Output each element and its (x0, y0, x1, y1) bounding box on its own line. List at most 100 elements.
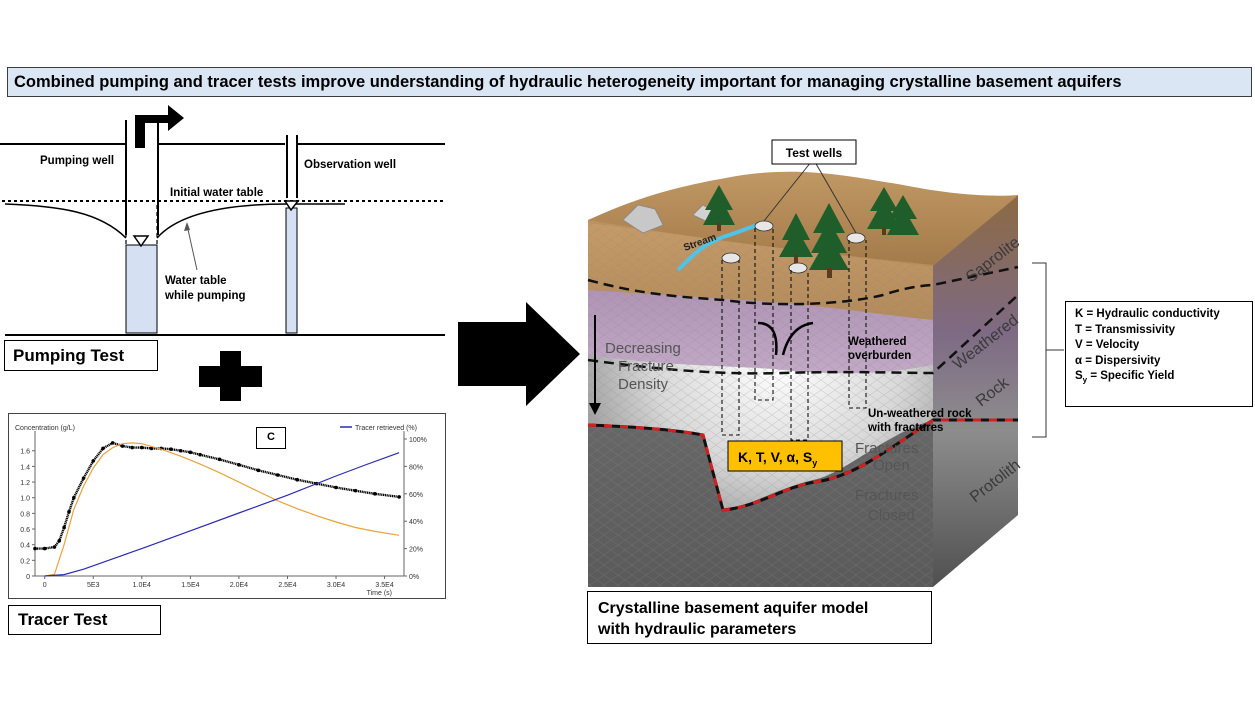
plus-icon (199, 351, 262, 401)
legend-description: = Velocity (1082, 339, 1140, 351)
drawdown-curve-left (4, 203, 127, 239)
pumping-well-screen (125, 244, 158, 334)
unweathered-text-2: with fractures (867, 422, 943, 434)
fractures-closed-text-2: Closed (868, 507, 915, 524)
parameters-text: K, T, V, α, Sy (738, 449, 817, 468)
data-point (188, 450, 193, 455)
x-tick-label: 2.0E4 (230, 582, 248, 589)
water-table-label-1: Water table (165, 275, 227, 287)
data-point (120, 444, 125, 448)
legend-symbol: K (1075, 308, 1084, 320)
drawdown-curve-right (156, 203, 345, 239)
title-banner: Combined pumping and tracer tests improv… (7, 67, 1252, 97)
protolith-boundary (587, 418, 1018, 512)
tracer-test-label: Tracer Test (8, 605, 161, 635)
observation-well-label: Observation well (304, 159, 396, 171)
data-point (81, 476, 86, 480)
legend-description: = Hydraulic conductivity (1083, 308, 1220, 320)
model-caption-line-2: with hydraulic parameters (598, 621, 797, 638)
data-point (72, 495, 76, 500)
test-wells-callout (771, 139, 857, 165)
legend-item: V = Velocity (1075, 338, 1252, 354)
legend-symbol: S (1075, 370, 1083, 382)
legend-item: K = Hydraulic conductivity (1075, 307, 1252, 323)
x-tick-label: 1.0E4 (133, 582, 151, 589)
data-point (33, 546, 37, 551)
series-line (44, 452, 400, 577)
y-tick-label-left: 0.4 (20, 543, 30, 550)
y-tick-label-right: 40% (409, 519, 423, 526)
decreasing-text-3: Density (618, 376, 669, 393)
pump-outflow-arrow-icon (135, 105, 184, 148)
data-point (101, 446, 105, 451)
y-tick-label-left: 0.2 (20, 558, 30, 565)
y-tick-label-right: 60% (409, 492, 423, 499)
data-point (62, 525, 66, 530)
well-shafts (721, 228, 867, 441)
data-point (275, 473, 280, 477)
y-tick-label-right: 100% (409, 437, 427, 444)
tracer-chart: 00.20.40.60.81.01.21.41.60%20%40%60%80%1… (15, 425, 427, 597)
weathered-boundary (587, 294, 1019, 375)
model-caption-line-1: Crystalline basement aquifer model (598, 600, 869, 617)
legend-label: Tracer retrieved (%) (355, 425, 417, 432)
data-point (110, 441, 115, 445)
fractures-closed-text-1: Fractures (855, 487, 918, 504)
y-tick-label-right: 20% (409, 547, 423, 554)
data-point (256, 468, 261, 473)
series-line (44, 442, 400, 577)
data-point (373, 492, 377, 496)
x-tick-label: 1.5E4 (181, 582, 199, 589)
y-tick-label-right: 0% (409, 574, 419, 581)
pumping-well-label: Pumping well (40, 155, 114, 167)
x-tick-label: 3.0E4 (327, 582, 345, 589)
decreasing-text-2: Fracture (618, 358, 674, 375)
data-point (237, 463, 241, 467)
ground-surface (588, 171, 1018, 265)
x-tick-label: 2.5E4 (278, 582, 296, 589)
aquifer-block-model: Stream Decreasing Fracture Density Fract… (587, 139, 1024, 587)
series-line (35, 441, 400, 550)
x-tick-label: 0 (43, 582, 47, 589)
legend-description: = Specific Yield (1087, 370, 1175, 382)
legend-item: Sy = Specific Yield (1075, 369, 1252, 388)
x-tick-label: 5E3 (87, 582, 100, 589)
x-axis-label: Time (s) (367, 590, 392, 597)
tree-icon (703, 185, 919, 278)
y-tick-label-left: 0 (26, 574, 30, 581)
test-wells-label: Test wells (786, 146, 843, 160)
observation-well-screen (285, 207, 298, 334)
legend-subscript: y (1082, 375, 1088, 385)
observation-water-level-icon (283, 200, 300, 212)
test-well-top (754, 220, 774, 232)
y-tick-label-left: 1.0 (20, 496, 30, 503)
data-point (169, 447, 173, 451)
y-tick-label-left: 0.6 (20, 527, 30, 534)
data-point (91, 459, 96, 463)
data-point (67, 510, 71, 514)
title-text: Combined pumping and tracer tests improv… (14, 73, 1122, 91)
weathered-overburden-text-2: overburden (848, 350, 911, 362)
legend-symbol: α (1075, 354, 1083, 367)
data-point (217, 457, 222, 462)
legend-bracket (1032, 262, 1064, 438)
legend-description: = Transmissivity (1082, 323, 1176, 336)
rock-icon (622, 204, 664, 234)
y-axis-label-left: Concentration (g/L) (15, 425, 75, 432)
data-point (397, 495, 401, 499)
big-arrow-icon (458, 302, 580, 406)
y-tick-label-left: 0.8 (20, 511, 30, 518)
parameters-box (727, 440, 843, 472)
test-well-top (721, 252, 741, 264)
saprolite-boundary (587, 265, 1019, 306)
pumping-water-level-icon (132, 235, 150, 248)
data-point (52, 545, 57, 549)
data-point (334, 485, 338, 490)
block-side-face (933, 195, 1018, 587)
x-tick-label: 3.5E4 (375, 582, 393, 589)
pumping-test-diagram: Pumping well Observation well Initial wa… (0, 105, 445, 336)
y-tick-label-left: 1.4 (20, 464, 30, 471)
y-tick-label-left: 1.6 (20, 449, 30, 456)
